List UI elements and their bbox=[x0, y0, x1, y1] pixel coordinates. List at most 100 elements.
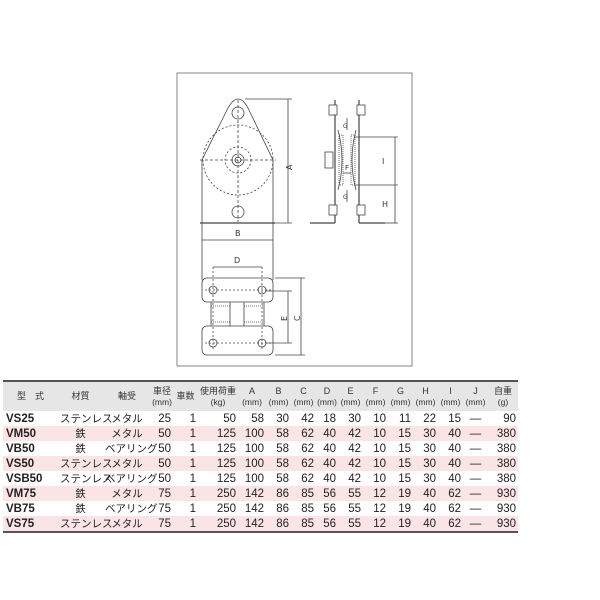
table-cell: 125 bbox=[216, 442, 236, 455]
dim-label-h: H bbox=[382, 200, 388, 209]
table-cell: メタル bbox=[111, 413, 143, 425]
column-header: D(mm) bbox=[316, 381, 338, 411]
column-header-label: 軸受 bbox=[117, 391, 136, 401]
table-cell: 50 bbox=[158, 472, 171, 485]
table-cell: — bbox=[469, 427, 482, 440]
table-cell: 142 bbox=[244, 487, 264, 500]
column-header-label: I bbox=[449, 385, 452, 396]
table-cell: 10 bbox=[373, 457, 386, 470]
table-cell: 50 bbox=[158, 457, 171, 470]
dim-label-g-bottom: G bbox=[343, 194, 348, 201]
dimension-d: D bbox=[213, 256, 262, 268]
column-header: C(mm) bbox=[291, 381, 316, 411]
dim-label-f: F bbox=[345, 164, 349, 172]
column-header-label: C bbox=[300, 385, 307, 396]
table-cell: 380 bbox=[496, 457, 516, 470]
table-cell: 380 bbox=[496, 427, 516, 440]
table-cell: 125 bbox=[216, 472, 236, 485]
column-header-label: B bbox=[275, 385, 282, 396]
model-cell: VS50 bbox=[6, 457, 35, 470]
table-cell: 30 bbox=[276, 412, 289, 425]
column-header: 軸受 bbox=[103, 381, 151, 411]
dimension-i: I H bbox=[355, 136, 398, 224]
column-header-label: G bbox=[396, 385, 404, 396]
table-cell: 58 bbox=[276, 442, 289, 455]
table-cell: 30 bbox=[423, 457, 436, 470]
table-cell: 90 bbox=[503, 412, 516, 425]
table-cell: 62 bbox=[301, 457, 314, 470]
table-cell: ステンレス bbox=[60, 458, 113, 470]
table-cell: 86 bbox=[276, 502, 289, 515]
table-cell: 62 bbox=[448, 502, 461, 515]
table-cell: 40 bbox=[448, 442, 461, 455]
table-cell: 62 bbox=[301, 427, 314, 440]
table-cell: メタル bbox=[111, 458, 143, 470]
table-cell: 10 bbox=[373, 472, 386, 485]
table-cell: 11 bbox=[399, 412, 411, 425]
column-header: F(mm) bbox=[363, 381, 388, 411]
column-header-label: 自重 bbox=[493, 385, 512, 396]
table-cell: — bbox=[469, 502, 482, 515]
table-cell: 62 bbox=[448, 487, 461, 500]
model-cell: VS75 bbox=[6, 517, 35, 530]
table-cell: 380 bbox=[496, 472, 516, 485]
table-cell: 10 bbox=[373, 442, 386, 455]
table-cell: ステンレス bbox=[60, 473, 113, 485]
table-cell: — bbox=[469, 472, 482, 485]
column-header: 使用荷重(kg) bbox=[198, 381, 238, 411]
table-cell: 75 bbox=[158, 517, 171, 530]
table-cell: 1 bbox=[189, 472, 196, 485]
table-cell: 85 bbox=[301, 517, 314, 530]
side-view: F G G bbox=[310, 100, 385, 224]
table-cell: 56 bbox=[323, 502, 336, 515]
table-cell: 1 bbox=[189, 517, 196, 530]
column-header-label: H bbox=[422, 385, 429, 396]
column-header: E(mm) bbox=[338, 381, 363, 411]
table-cell: 鉄 bbox=[75, 443, 86, 455]
column-header-unit: (mm) bbox=[340, 396, 361, 407]
table-cell: 62 bbox=[448, 517, 461, 530]
column-header-label: F bbox=[372, 385, 379, 396]
column-header-label: 材質 bbox=[71, 391, 90, 401]
table-cell: 10 bbox=[373, 412, 386, 425]
column-header-unit: (mm) bbox=[415, 396, 436, 407]
table-cell: 25 bbox=[158, 412, 171, 425]
table-cell: 15 bbox=[448, 412, 461, 425]
model-cell: VSB50 bbox=[6, 472, 43, 485]
table-cell: 12 bbox=[373, 502, 386, 515]
table-cell: 1 bbox=[189, 412, 196, 425]
table-cell: 22 bbox=[423, 412, 436, 425]
model-cell: VM75 bbox=[6, 487, 37, 500]
table-cell: 85 bbox=[301, 487, 314, 500]
table-cell: 19 bbox=[398, 502, 411, 515]
table-cell: メタル bbox=[111, 428, 143, 440]
table-cell: 75 bbox=[158, 502, 171, 515]
table-cell: 42 bbox=[348, 457, 361, 470]
table-cell: 40 bbox=[448, 472, 461, 485]
table-cell: 100 bbox=[244, 472, 264, 485]
table-cell: 250 bbox=[216, 502, 236, 515]
table-cell: 42 bbox=[348, 442, 361, 455]
model-cell: VB75 bbox=[6, 502, 35, 515]
table-cell: 55 bbox=[348, 487, 361, 500]
table-cell: 380 bbox=[496, 442, 516, 455]
table-cell: 40 bbox=[423, 487, 436, 500]
table-cell: 75 bbox=[158, 487, 171, 500]
column-header: 車数 bbox=[173, 381, 198, 411]
table-cell: ベアリング bbox=[105, 503, 158, 515]
table-cell: 50 bbox=[223, 412, 236, 425]
table-cell: 125 bbox=[216, 457, 236, 470]
dim-label-d: D bbox=[234, 256, 240, 265]
column-header-unit: (mm) bbox=[365, 396, 386, 407]
table-cell: 19 bbox=[398, 517, 411, 530]
table-cell: 86 bbox=[276, 517, 289, 530]
column-header-unit: (mm) bbox=[465, 396, 486, 407]
table-cell: 58 bbox=[276, 457, 289, 470]
bottom-view bbox=[201, 267, 274, 356]
table-cell: 100 bbox=[244, 427, 264, 440]
table-cell: — bbox=[469, 457, 482, 470]
